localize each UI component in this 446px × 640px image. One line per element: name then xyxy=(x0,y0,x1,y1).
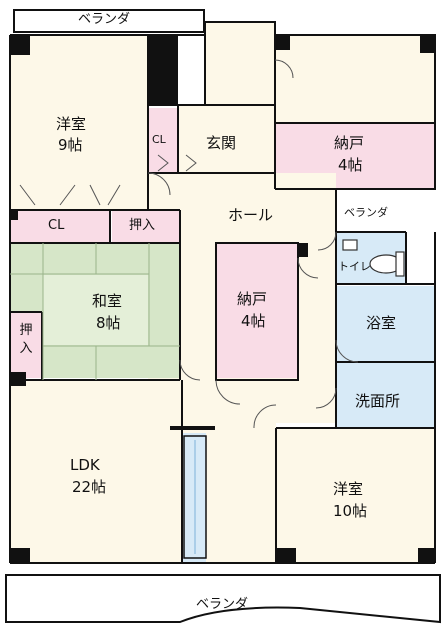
pillar xyxy=(298,243,308,257)
japanese-name: 和室 xyxy=(92,292,123,310)
storage-center-name: 納戸 xyxy=(237,290,268,308)
room-ne-upper xyxy=(275,35,435,123)
pillar xyxy=(148,35,178,105)
room-cl-nw xyxy=(10,210,110,242)
pillar xyxy=(275,35,290,50)
western-nw-name: 洋室 xyxy=(56,115,87,133)
washroom-label: 洗面所 xyxy=(355,392,401,410)
balcony-right-label: ベランダ xyxy=(344,206,388,219)
room-cl-small xyxy=(148,108,178,174)
room-western-se xyxy=(276,428,435,563)
ldk-name: LDK xyxy=(70,456,100,474)
room-counter xyxy=(182,433,206,563)
pillar xyxy=(420,35,435,53)
pillar xyxy=(10,210,18,220)
balcony-bottom-label: ベランダ xyxy=(196,597,249,612)
cl-small-label: CL xyxy=(152,133,166,146)
pillar xyxy=(10,548,30,563)
storage-ne-name: 納戸 xyxy=(334,134,365,152)
ldk-size: 22帖 xyxy=(72,478,107,496)
western-nw-size: 9帖 xyxy=(58,136,83,154)
storage-center-size: 4帖 xyxy=(241,312,266,330)
cl-nw-label: CL xyxy=(48,218,65,233)
room-balcony-right xyxy=(336,190,435,232)
western-se-size: 10帖 xyxy=(333,502,368,520)
western-se-name: 洋室 xyxy=(333,480,364,498)
room-storage-center xyxy=(216,243,298,378)
room-western-nw xyxy=(10,35,148,210)
hall-label: ホール xyxy=(228,206,274,224)
bath-label: 浴室 xyxy=(366,314,397,332)
balcony-top-label: ベランダ xyxy=(78,12,131,27)
japanese-size: 8帖 xyxy=(96,314,121,332)
room-washroom xyxy=(336,362,435,428)
pillar xyxy=(10,35,30,55)
toilet-label: トイレ xyxy=(338,260,371,273)
room-oshiire-top xyxy=(112,210,180,242)
pillar xyxy=(276,548,296,563)
oshiire-left-label: 押入 xyxy=(19,323,33,356)
pillar xyxy=(418,548,435,563)
room-entry-upper xyxy=(205,22,275,106)
entrance-label: 玄関 xyxy=(206,134,237,152)
storage-ne-size: 4帖 xyxy=(338,156,363,174)
room-ldk xyxy=(10,380,182,563)
room-oshiire-left xyxy=(10,312,42,378)
oshiire-top-label: 押入 xyxy=(129,218,156,233)
room-japanese-center xyxy=(43,275,148,345)
pillar xyxy=(10,372,26,386)
room-bath xyxy=(336,286,435,362)
